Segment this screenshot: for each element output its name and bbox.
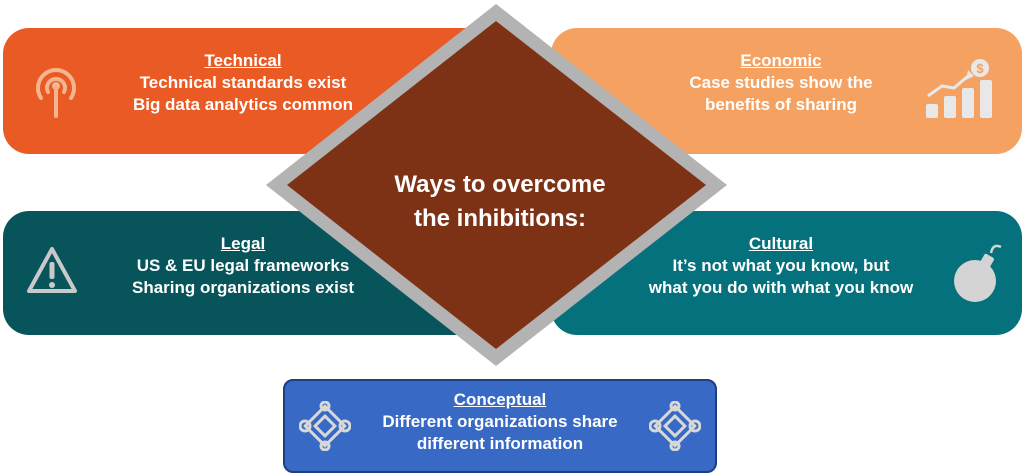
legal-heading: Legal: [220, 234, 266, 253]
cultural-heading: Cultural: [748, 234, 814, 253]
cultural-line-1: It’s not what you know, but: [672, 256, 890, 275]
economic-heading: Economic: [740, 51, 822, 70]
endless-knot-icon: [649, 401, 701, 451]
economic-line-1: Case studies show the: [689, 73, 873, 92]
svg-text:$: $: [976, 61, 984, 76]
economic-box: Economic Case studies show the benefits …: [551, 28, 1022, 154]
conceptual-line-2: different information: [416, 434, 584, 453]
technical-line-1: Technical standards exist: [139, 73, 347, 92]
legal-line-2: Sharing organizations exist: [132, 278, 354, 297]
conceptual-heading: Conceptual: [453, 390, 547, 409]
conceptual-line-1: Different organizations share: [382, 412, 618, 431]
center-title-line-1: Ways to overcome: [394, 171, 606, 198]
growth-chart-dollar-icon: $: [926, 59, 992, 118]
antenna-icon: [36, 68, 76, 118]
center-title: Ways to overcome the inhibitions:: [330, 168, 670, 236]
center-title-line-2: the inhibitions:: [414, 205, 586, 232]
technical-heading: Technical: [204, 51, 282, 70]
bomb-icon: [954, 244, 1002, 302]
economic-line-2: benefits of sharing: [704, 95, 858, 114]
technical-line-2: Big data analytics common: [132, 95, 354, 114]
legal-line-1: US & EU legal frameworks: [136, 256, 350, 275]
endless-knot-icon: [299, 401, 351, 451]
conceptual-box: Conceptual Different organizations share…: [283, 379, 717, 473]
cultural-line-2: what you do with what you know: [648, 278, 914, 297]
technical-box: Technical Technical standards exist Big …: [3, 28, 495, 154]
warning-triangle-icon: [27, 247, 77, 293]
